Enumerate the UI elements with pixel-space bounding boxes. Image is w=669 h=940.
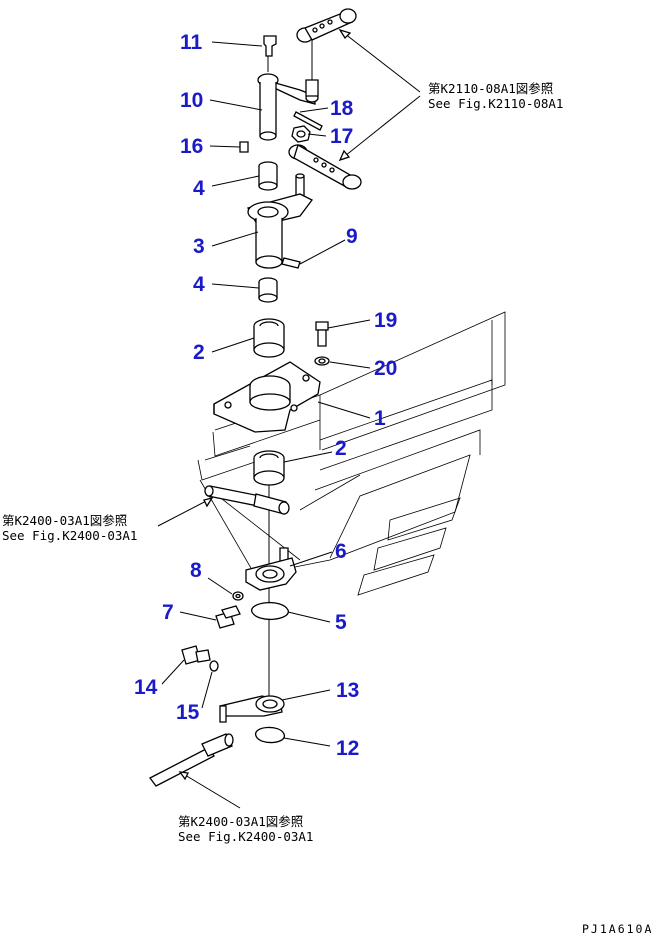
callout-15: 15 [176,701,200,724]
callout-4-upper: 4 [193,177,205,200]
bushing-upper-part [258,161,278,191]
bushing-lower-part [258,277,278,303]
upper-link-part [296,8,357,80]
leader-lines [157,28,421,809]
cotter-pin-part [293,111,323,131]
bolt-part [315,321,329,347]
reference-k2400-bottom-en: See Fig.K2400-03A1 [178,829,314,844]
clamp-bolt-part [215,605,241,629]
grease-fitting-part [263,35,277,72]
callout-12: 12 [336,737,360,760]
callout-17: 17 [330,125,354,148]
callout-4-lower: 4 [193,273,205,296]
callout-10: 10 [180,89,204,112]
callout-6: 6 [335,540,347,563]
callout-16: 16 [180,135,204,158]
lower-snap-ring-part [255,726,285,744]
callout-13: 13 [336,679,360,702]
reference-k2110: 第K2110-08A1図参照 See Fig.K2110-08A1 [428,81,563,111]
reference-k2110-jp: 第K2110-08A1図参照 [428,81,554,96]
arm-bolt-part [181,645,211,665]
bearing-upper-part [253,318,285,358]
control-rod-lower-part [149,733,234,787]
mounting-bracket-part [213,361,321,433]
arm-pin-part [257,73,319,141]
callout-18: 18 [330,97,354,120]
callout-2-lower: 2 [335,437,347,460]
snap-ring-part [251,602,289,620]
washer-part [314,356,330,366]
reference-k2400-bottom: 第K2400-03A1図参照 See Fig.K2400-03A1 [178,814,313,844]
callout-14: 14 [134,676,158,699]
callout-2-upper: 2 [193,341,205,364]
pin-part [281,257,301,269]
lever-pin-part [247,173,313,269]
small-pin-part [239,141,249,153]
nut-part [291,125,311,143]
callout-11: 11 [180,31,203,54]
callout-20: 20 [374,357,398,380]
drawing-code: PJ1A610A [582,922,654,936]
callout-19: 19 [374,309,398,332]
spring-washer-part [232,591,244,601]
callout-5: 5 [335,611,347,634]
lower-arm-part [219,695,285,723]
control-rod-upper-part [204,485,290,515]
lower-link-part [288,144,362,190]
reference-k2110-en: See Fig.K2110-08A1 [428,96,564,111]
reference-k2400-left: 第K2400-03A1図参照 See Fig.K2400-03A1 [2,513,137,543]
lever-clamp-part [245,547,297,591]
reference-k2400-left-jp: 第K2400-03A1図参照 [2,513,128,528]
frame-ghost-outline [197,311,506,596]
callout-7: 7 [162,601,174,624]
reference-k2400-bottom-jp: 第K2400-03A1図参照 [178,814,304,829]
callout-1: 1 [374,407,386,430]
arm-washer-part [209,660,219,672]
callout-9: 9 [346,225,358,248]
callout-3: 3 [193,235,205,258]
bearing-lower-part [253,450,285,486]
reference-k2400-left-en: See Fig.K2400-03A1 [2,528,138,543]
callout-8: 8 [190,559,202,582]
